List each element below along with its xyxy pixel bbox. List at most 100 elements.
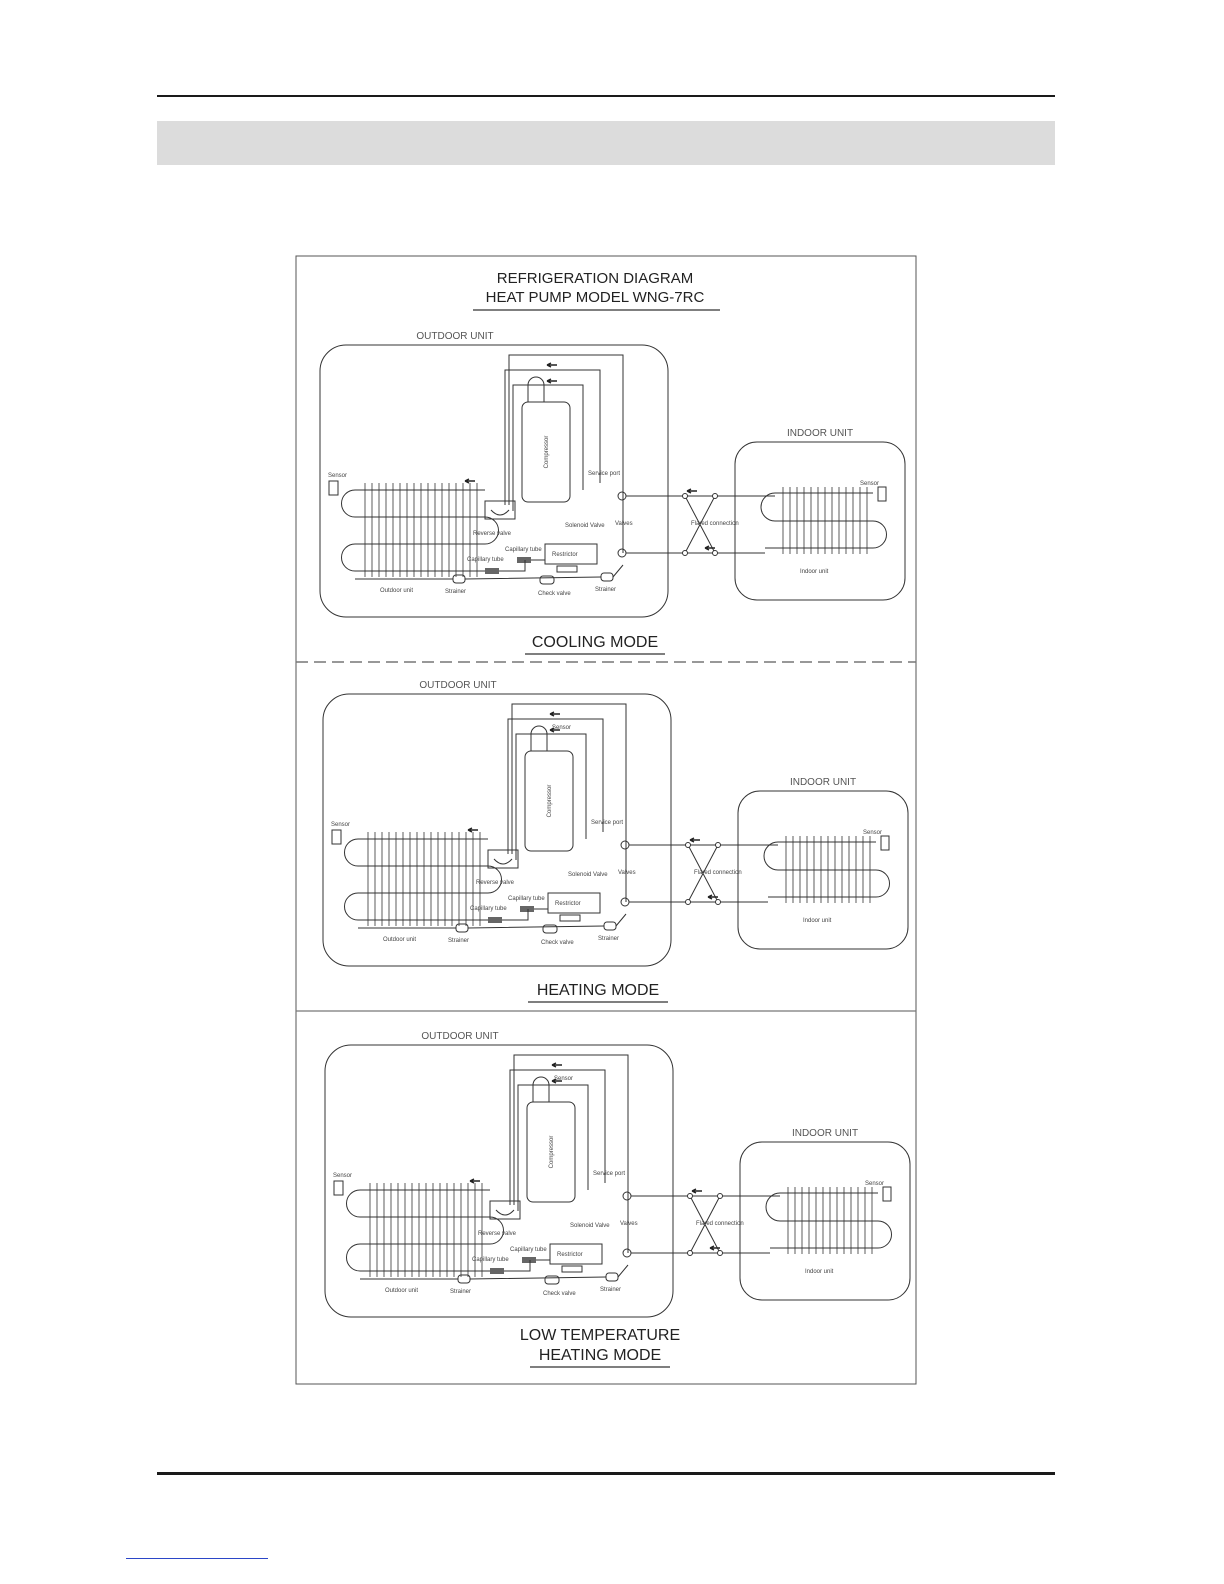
capillary-tube-1-label: Capillary tube	[508, 896, 545, 902]
valve-icon	[617, 491, 627, 501]
mode-title: COOLING MODE	[532, 634, 658, 651]
sensor-right-label: Sensor	[860, 481, 879, 487]
outdoor-unit-label: OUTDOOR UNIT	[416, 331, 493, 342]
strainer-1-label: Strainer	[445, 589, 466, 595]
reverse-valve-label: Reverse valve	[473, 531, 512, 537]
outdoor-coil-label: Outdoor unit	[385, 1288, 418, 1294]
footer-link-underline	[126, 1558, 268, 1559]
sensor-icon	[882, 1186, 892, 1202]
sensor-left-label: Sensor	[331, 822, 350, 828]
check-valve	[544, 1275, 560, 1285]
restrictor-label: Restrictor	[555, 901, 581, 907]
indoor-unit-label: INDOOR UNIT	[787, 428, 853, 439]
solenoid-coil	[556, 565, 578, 573]
outdoor-unit-box	[319, 344, 669, 618]
flared-connection-label: Flared connection	[696, 1221, 744, 1227]
capillary-tube	[520, 906, 534, 912]
valve-icon	[620, 897, 630, 907]
service-port-label: Service port	[593, 1171, 625, 1177]
service-port-label: Service port	[591, 820, 623, 826]
sensor-top-label: Sensor	[552, 725, 571, 731]
diagram-svg: REFRIGERATION DIAGRAM HEAT PUMP MODEL WN…	[295, 255, 917, 1385]
restrictor	[549, 1243, 603, 1265]
compressor-label: Compressor	[549, 1136, 555, 1169]
indoor-coil	[763, 836, 890, 903]
restrictor	[547, 892, 601, 914]
capillary-tube-1-label: Capillary tube	[505, 547, 542, 553]
solenoid-valve-label: Solenoid Valve	[570, 1223, 610, 1229]
solenoid-coil	[559, 914, 581, 922]
solenoid-coil	[561, 1265, 583, 1273]
diagram-title-line1: REFRIGERATION DIAGRAM	[497, 270, 693, 287]
compressor	[521, 401, 571, 503]
check-valve	[542, 924, 558, 934]
capillary-tube-2-label: Capillary tube	[472, 1257, 509, 1263]
sensor-left-label: Sensor	[328, 473, 347, 479]
indoor-unit-box	[739, 1141, 911, 1301]
indoor-unit-box	[737, 790, 909, 950]
sensor-icon	[331, 829, 342, 845]
reverse-valve-label: Reverse valve	[476, 880, 515, 886]
outdoor-unit-label: OUTDOOR UNIT	[421, 1031, 498, 1042]
strainer	[605, 1272, 619, 1282]
valves-label: Valves	[615, 521, 633, 527]
outdoor-coil-tubes	[346, 1189, 504, 1272]
sensor-top-label: Sensor	[554, 1076, 573, 1082]
strainer	[603, 921, 617, 931]
outdoor-coil	[341, 483, 499, 577]
capillary-tube	[485, 568, 499, 574]
outdoor-unit-label: OUTDOOR UNIT	[419, 680, 496, 691]
capillary-tube	[517, 557, 531, 563]
solenoid-valve-label: Solenoid Valve	[565, 523, 605, 529]
sensor-icon	[880, 835, 890, 851]
check-valve-label: Check valve	[538, 591, 571, 597]
reverse-valve	[484, 500, 516, 520]
strainer-2-label: Strainer	[600, 1287, 621, 1293]
indoor-coil	[760, 487, 887, 554]
strainer-2-label: Strainer	[595, 587, 616, 593]
capillary-tube-1-label: Capillary tube	[510, 1247, 547, 1253]
sensor-icon	[328, 480, 339, 496]
service-port-label: Service port	[588, 471, 620, 477]
outdoor-coil-tubes	[344, 838, 502, 921]
sensor-icon	[333, 1180, 344, 1196]
capillary-tube	[490, 1268, 504, 1274]
flared-connection-label: Flared connection	[691, 521, 739, 527]
outdoor-unit-box	[324, 1044, 674, 1318]
mode-title: LOW TEMPERATURE	[520, 1327, 680, 1344]
indoor-unit-label: INDOOR UNIT	[790, 777, 856, 788]
compressor-label: Compressor	[547, 785, 553, 818]
footer-rule	[157, 1472, 1055, 1475]
valve-icon	[622, 1191, 632, 1201]
mode-title: HEATING MODE	[537, 982, 659, 999]
restrictor-label: Restrictor	[557, 1252, 583, 1258]
valve-icon	[617, 548, 627, 558]
outdoor-coil	[344, 832, 502, 926]
sensor-right-label: Sensor	[863, 830, 882, 836]
compressor-label: Compressor	[544, 436, 550, 469]
outdoor-coil	[346, 1183, 504, 1277]
restrictor-label: Restrictor	[552, 552, 578, 558]
indoor-unit-label: INDOOR UNIT	[792, 1128, 858, 1139]
sensor-icon	[877, 486, 887, 502]
indoor-coil-label: Indoor unit	[800, 569, 829, 575]
sensor-right-label: Sensor	[865, 1181, 884, 1187]
indoor-unit-box	[734, 441, 906, 601]
diagram-title-line2: HEAT PUMP MODEL WNG-7RC	[486, 289, 705, 306]
solenoid-valve-label: Solenoid Valve	[568, 872, 608, 878]
mode-title-line2: HEATING MODE	[539, 1347, 661, 1364]
reverse-valve	[487, 849, 519, 869]
refrigeration-diagram: REFRIGERATION DIAGRAM HEAT PUMP MODEL WN…	[295, 255, 920, 1387]
strainer	[600, 572, 614, 582]
section-banner	[157, 121, 1055, 165]
check-valve-label: Check valve	[541, 940, 574, 946]
outdoor-unit-box	[322, 693, 672, 967]
restrictor	[544, 543, 598, 565]
check-valve-label: Check valve	[543, 1291, 576, 1297]
outdoor-coil-label: Outdoor unit	[383, 937, 416, 943]
strainer-2-label: Strainer	[598, 936, 619, 942]
reverse-valve	[489, 1200, 521, 1220]
valve-icon	[620, 840, 630, 850]
